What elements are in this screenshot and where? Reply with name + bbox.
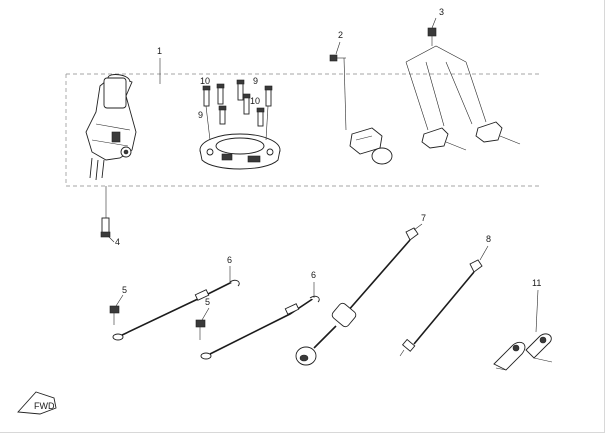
callout-6b: 6 bbox=[311, 270, 316, 280]
callout-7: 7 bbox=[421, 213, 426, 223]
fuel-cap-lock-assembly[interactable] bbox=[199, 133, 281, 170]
leader-4 bbox=[107, 235, 115, 243]
leader-2 bbox=[335, 41, 341, 55]
leader-11 bbox=[535, 289, 539, 333]
leader-5b bbox=[201, 307, 210, 321]
seat-lock-cable-right[interactable] bbox=[195, 295, 320, 360]
assembly-boundary bbox=[65, 73, 540, 187]
mounting-bracket-pair[interactable] bbox=[405, 27, 521, 151]
seat-lock-cable-left[interactable] bbox=[109, 279, 240, 341]
leader-8 bbox=[479, 245, 489, 261]
ignition-switch-body[interactable] bbox=[85, 74, 137, 181]
forward-direction-arrow: FWD bbox=[17, 391, 57, 415]
switch-mount-screw[interactable] bbox=[100, 186, 111, 238]
fwd-label: FWD bbox=[34, 401, 55, 411]
leader-7 bbox=[413, 223, 423, 231]
callout-5b: 5 bbox=[205, 297, 210, 307]
fuel-lid-release-cable[interactable] bbox=[295, 227, 419, 366]
callout-3: 3 bbox=[439, 7, 444, 17]
callout-8: 8 bbox=[486, 234, 491, 244]
callout-4: 4 bbox=[115, 237, 120, 247]
callout-11: 11 bbox=[532, 278, 541, 288]
ignition-key-set[interactable] bbox=[493, 333, 553, 371]
leader-5a bbox=[115, 294, 124, 307]
callout-10b: 10 bbox=[250, 96, 260, 106]
callout-9b: 9 bbox=[198, 110, 203, 120]
fuel-cap-bolts[interactable] bbox=[202, 79, 273, 141]
callout-10a: 10 bbox=[200, 76, 210, 86]
cable-clamp-bracket[interactable] bbox=[329, 54, 393, 165]
callout-2: 2 bbox=[338, 30, 343, 40]
leader-3 bbox=[431, 17, 437, 29]
lock-control-cable[interactable] bbox=[399, 259, 483, 357]
callout-6a: 6 bbox=[227, 255, 232, 265]
callout-9a: 9 bbox=[253, 76, 258, 86]
callout-1: 1 bbox=[157, 46, 162, 56]
callout-5a: 5 bbox=[122, 285, 127, 295]
